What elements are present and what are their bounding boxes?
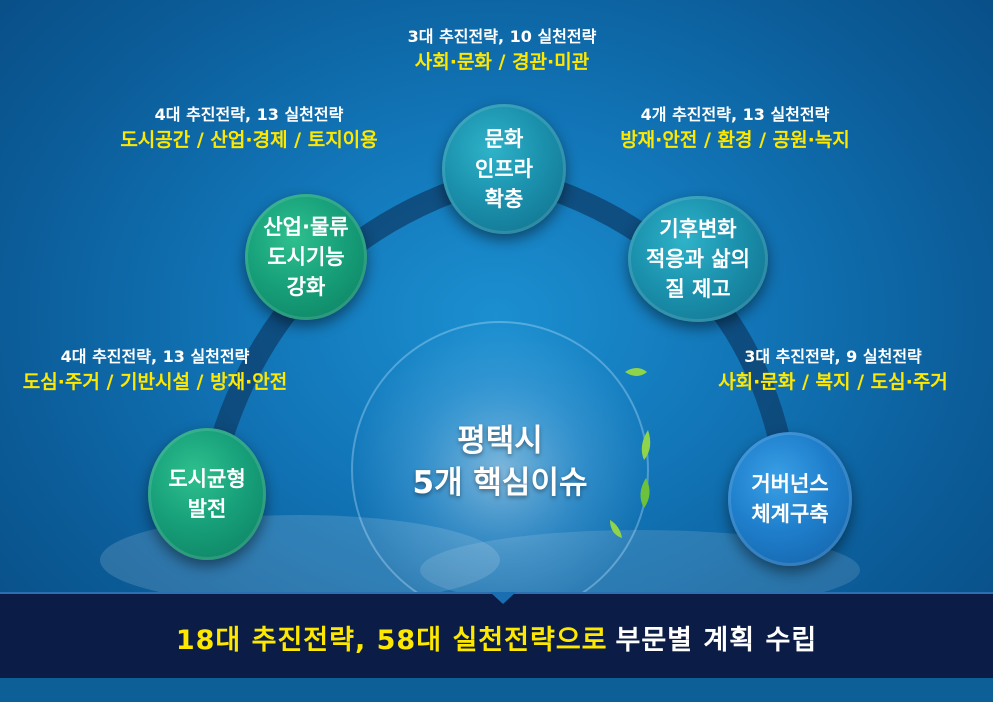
strategy-count: 3대 추진전략, 10 실천전략 <box>407 27 597 46</box>
issue-node-culture-infra: 문화 인프라 확충 <box>442 104 566 234</box>
banner-highlight: 18대 추진전략, 58대 실천전략으로 <box>175 624 608 656</box>
strategy-areas: 방재·안전 / 환경 / 공원·녹지 <box>620 129 850 151</box>
strategy-areas: 도심·주거 / 기반시설 / 방재·안전 <box>22 371 288 393</box>
node-label-industry-logistics: 4대 추진전략, 13 실천전략 도시공간 / 산업·경제 / 토지이용 <box>104 104 394 154</box>
node-title: 문화 인프라 확충 <box>475 127 533 211</box>
node-title: 기후변화 적응과 삶의 질 제고 <box>646 217 750 301</box>
strategy-count: 3대 추진전략, 9 실천전략 <box>744 347 922 366</box>
strategy-count: 4대 추진전략, 13 실천전략 <box>154 105 344 124</box>
node-label-balanced-development: 4대 추진전략, 13 실천전략 도심·주거 / 기반시설 / 방재·안전 <box>10 346 300 396</box>
node-title: 거버넌스 체계구축 <box>751 472 829 526</box>
leaf-icon <box>610 520 622 538</box>
bottom-strip <box>0 678 993 702</box>
leaf-icon <box>625 368 647 376</box>
node-label-culture-infra: 3대 추진전략, 10 실천전략 사회·문화 / 경관·미관 <box>362 26 642 76</box>
issue-node-climate-adaptation: 기후변화 적응과 삶의 질 제고 <box>628 196 768 322</box>
node-title: 산업·물류 도시기능 강화 <box>263 215 349 299</box>
banner-rest: 부문별 계획 수립 <box>615 624 818 656</box>
leaf-icon <box>640 478 650 508</box>
strategy-count: 4대 추진전략, 13 실천전략 <box>60 347 250 366</box>
leaf-icon <box>641 430 651 460</box>
strategy-areas: 도시공간 / 산업·경제 / 토지이용 <box>120 129 378 151</box>
node-label-climate-adaptation: 4개 추진전략, 13 실천전략 방재·안전 / 환경 / 공원·녹지 <box>590 104 880 154</box>
node-title: 도시균형 발전 <box>168 467 246 521</box>
strategy-areas: 사회·문화 / 복지 / 도심·주거 <box>718 371 948 393</box>
issue-node-industry-logistics: 산업·물류 도시기능 강화 <box>245 194 367 320</box>
issue-node-governance: 거버넌스 체계구축 <box>728 432 852 566</box>
node-label-governance: 3대 추진전략, 9 실천전략 사회·문화 / 복지 / 도심·주거 <box>688 346 978 396</box>
issue-node-balanced-development: 도시균형 발전 <box>148 428 266 560</box>
banner-pointer <box>490 592 516 604</box>
center-title: 평택시 5개 핵심이슈 <box>412 423 588 501</box>
strategy-areas: 사회·문화 / 경관·미관 <box>414 51 590 73</box>
globe-glow <box>350 320 650 620</box>
strategy-count: 4개 추진전략, 13 실천전략 <box>640 105 830 124</box>
